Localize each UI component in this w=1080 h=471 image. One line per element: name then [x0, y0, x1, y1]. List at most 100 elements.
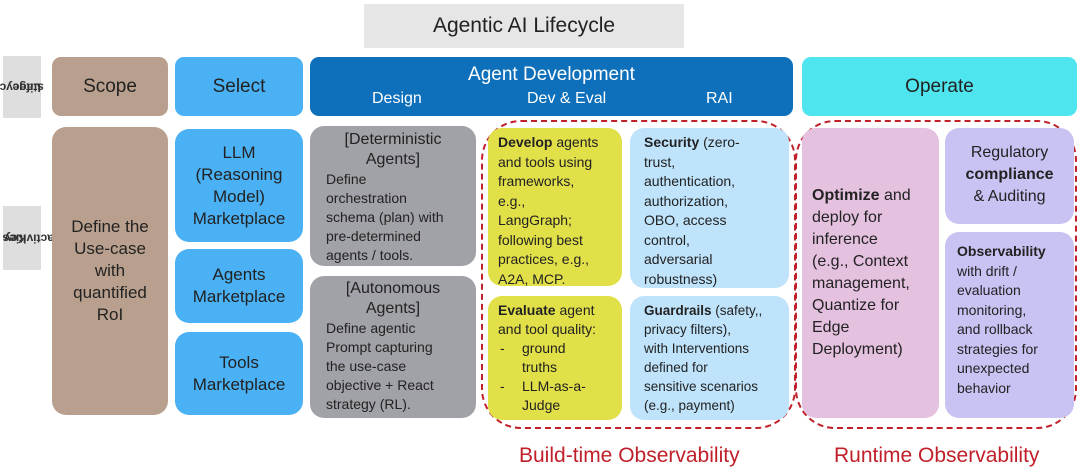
- observability-line: monitoring,: [957, 301, 1027, 318]
- stage-scope-label: Scope: [83, 75, 137, 97]
- runtime-observability-region: [795, 120, 1077, 429]
- guardrails-box: Guardrails (safety,, privacy filters), w…: [630, 296, 789, 420]
- guardrails-line: sensitive scenarios: [644, 379, 759, 394]
- optimize-box: Optimize and deploy for inference (e.g.,…: [802, 128, 939, 418]
- lifecycle-stage-label: Lifecyclestage: [0, 56, 44, 118]
- compliance-box: Regulatory compliance & Auditing: [945, 128, 1074, 224]
- optimize-first-rest: and: [879, 187, 911, 204]
- security-box: Security (zero- trust, authentication, a…: [630, 128, 789, 288]
- substage-dev-eval: Dev & Eval: [527, 90, 607, 107]
- design-text-line: schema (plan) with: [326, 209, 444, 225]
- scope-text-line: RoI: [96, 305, 124, 324]
- compliance-line: Regulatory: [970, 144, 1049, 161]
- stage-scope: Scope: [52, 57, 168, 116]
- agents-marketplace-box: Agents Marketplace: [175, 249, 303, 323]
- guardrails-line: defined for: [644, 360, 708, 375]
- security-line: robustness): [644, 270, 718, 287]
- optimize-line: Quantize for: [812, 297, 900, 314]
- evaluate-item-line: Judge: [522, 397, 561, 413]
- develop-bold: Develop: [498, 134, 553, 150]
- security-line: OBO, access: [644, 212, 727, 228]
- select-text-line: Model): [213, 186, 265, 206]
- security-first-rest: (zero-: [699, 134, 740, 150]
- design-text-line: agents / tools.: [326, 247, 414, 263]
- scope-text-line: Define the: [71, 217, 149, 236]
- select-text-line: Marketplace: [192, 374, 286, 394]
- scope-text-line: quantified: [73, 283, 147, 302]
- optimize-line: deploy for: [812, 209, 883, 226]
- design-text-line: Define agentic: [326, 320, 416, 336]
- security-line: trust,: [644, 153, 676, 170]
- autonomous-agents-box: [Autonomous Agents] Define agentic Promp…: [310, 276, 476, 418]
- evaluate-first-rest: agent: [555, 302, 595, 318]
- guardrails-bold: Guardrails: [644, 303, 712, 318]
- evaluate-list: ground truths LLM-as-a- Judge: [498, 339, 612, 415]
- design-text-line: pre-determined: [326, 228, 421, 244]
- select-text-line: Agents: [212, 265, 266, 284]
- design-text-line: the use-case: [326, 358, 407, 374]
- stage-agent-development: Agent Development Design Dev & Eval RAI: [310, 57, 793, 116]
- design-title-line: Agents]: [365, 151, 421, 168]
- guardrails-first-rest: (safety,,: [711, 303, 763, 318]
- security-bold: Security: [644, 134, 700, 150]
- develop-box: Develop agents and tools using framework…: [488, 128, 622, 287]
- design-title-line: [Autonomous: [345, 280, 441, 297]
- guardrails-line: (e.g., payment): [644, 398, 735, 413]
- develop-line: following best: [498, 231, 583, 248]
- security-line: authentication,: [644, 173, 736, 189]
- select-text-line: LLM: [222, 142, 256, 162]
- evaluate-list-item: ground truths: [498, 339, 612, 377]
- stage-agent-development-label: Agent Development: [468, 64, 635, 85]
- develop-line: e.g.,: [498, 192, 526, 209]
- deterministic-agents-box: [Deterministic Agents] Define orchestrat…: [310, 126, 476, 266]
- side-label-line: stage: [12, 80, 45, 95]
- optimize-line: management,: [812, 275, 910, 292]
- evaluate-item-line: truths: [522, 359, 558, 375]
- develop-line: A2A, MCP.: [498, 270, 566, 287]
- observability-line: strategies for: [957, 340, 1038, 357]
- design-text-line: Define: [326, 171, 367, 187]
- security-line: authorization,: [644, 192, 729, 209]
- substage-rai: RAI: [706, 90, 733, 107]
- develop-line: practices, e.g.,: [498, 251, 590, 267]
- observability-line: and rollback: [957, 321, 1033, 337]
- observability-line: evaluation: [957, 282, 1021, 298]
- substage-design: Design: [372, 90, 422, 107]
- diagram-title: Agentic AI Lifecycle: [364, 4, 684, 48]
- develop-first-rest: agents: [552, 134, 599, 150]
- stage-operate: Operate: [802, 57, 1077, 116]
- evaluate-box: Evaluate agent and tool quality: ground …: [488, 296, 622, 420]
- evaluate-line: and tool quality:: [498, 321, 597, 337]
- llm-marketplace-box: LLM (Reasoning Model) Marketplace: [175, 129, 303, 242]
- select-text-line: (Reasoning: [195, 164, 283, 184]
- compliance-line: & Auditing: [973, 188, 1046, 205]
- guardrails-line: with Interventions: [644, 341, 750, 356]
- evaluate-bold: Evaluate: [498, 302, 556, 318]
- scope-text-line: with: [94, 261, 126, 280]
- observability-box: Observability with drift / evaluation mo…: [945, 232, 1074, 418]
- design-text-line: orchestration: [326, 190, 407, 206]
- observability-line: unexpected: [957, 360, 1030, 376]
- security-line: control,: [644, 231, 690, 248]
- build-time-observability-label: Build-time Observability: [519, 444, 740, 467]
- develop-line: and tools using: [498, 153, 593, 170]
- select-text-line: Marketplace: [192, 208, 286, 228]
- design-text-line: objective + React: [326, 377, 434, 393]
- guardrails-line: privacy filters),: [644, 322, 732, 337]
- observability-line: behavior: [957, 379, 1011, 396]
- observability-line: with drift /: [957, 262, 1017, 279]
- develop-line: LangGraph;: [498, 212, 572, 228]
- design-text-line: Prompt capturing: [326, 339, 433, 355]
- compliance-bold: compliance: [965, 166, 1054, 183]
- optimize-line: Edge: [812, 319, 850, 336]
- evaluate-item-line: LLM-as-a-: [522, 378, 586, 394]
- stage-select-label: Select: [212, 75, 266, 97]
- design-title-line: [Deterministic: [344, 131, 442, 148]
- optimize-line: (e.g., Context: [812, 253, 909, 270]
- tools-marketplace-box: Tools Marketplace: [175, 332, 303, 415]
- evaluate-list-item: LLM-as-a- Judge: [498, 377, 612, 415]
- scope-activity-box: Define the Use-case with quantified RoI: [52, 127, 168, 415]
- optimize-bold: Optimize: [812, 187, 880, 204]
- stage-operate-label: Operate: [905, 75, 974, 97]
